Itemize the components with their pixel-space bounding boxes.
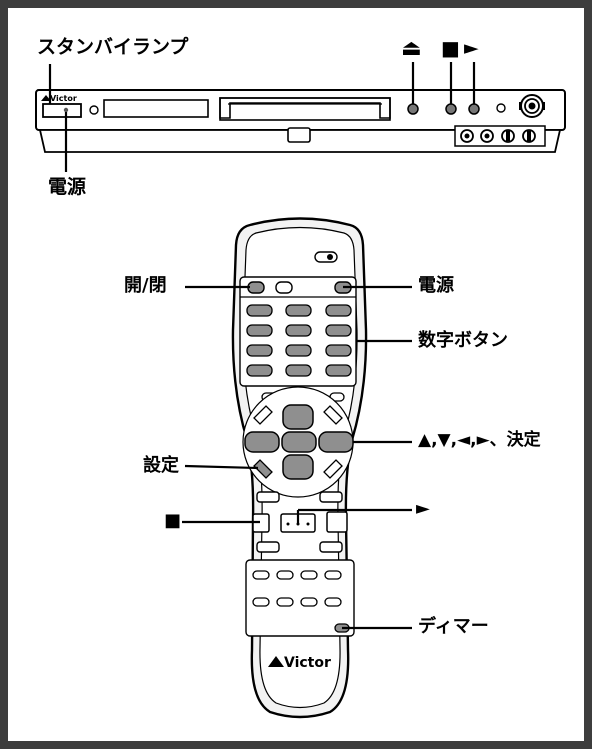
remote-button[interactable]	[319, 491, 343, 503]
player-display	[103, 99, 209, 118]
label-number-buttons: 数字ボタン	[418, 330, 508, 351]
remote-lower-button[interactable]	[324, 597, 342, 607]
label-open-close: 開/閉	[124, 275, 167, 296]
remote-lower-button[interactable]	[276, 597, 294, 607]
player-logo-text: Victor	[50, 94, 77, 103]
label-power-player: 電源	[48, 176, 87, 198]
num-button[interactable]	[246, 304, 273, 317]
remote-lower-button[interactable]	[276, 570, 294, 580]
num-button[interactable]	[246, 364, 273, 377]
player-eject-button[interactable]	[407, 103, 419, 115]
cursor-left-button[interactable]	[244, 431, 280, 453]
label-power-remote: 電源	[418, 275, 454, 296]
num-button[interactable]	[246, 324, 273, 337]
remote-ir-window	[314, 251, 338, 263]
remote-lower-buttons	[252, 570, 342, 607]
remote-number-buttons	[246, 304, 352, 377]
remote-logo-mark	[268, 656, 284, 667]
player-play-button[interactable]	[468, 103, 480, 115]
player-logo	[41, 95, 51, 101]
label-dimmer: ディマー	[418, 616, 489, 637]
remote-leaders	[182, 285, 412, 630]
remote-lower-button[interactable]	[252, 570, 270, 580]
tray-handle	[287, 127, 311, 143]
remote-corner-button[interactable]	[323, 459, 343, 479]
remote-lower-button[interactable]	[252, 597, 270, 607]
remote-button[interactable]	[256, 491, 280, 503]
num-button[interactable]	[285, 324, 312, 337]
remote-cursor-pad	[242, 386, 354, 498]
num-button[interactable]	[285, 304, 312, 317]
num-button[interactable]	[285, 364, 312, 377]
dvd-player: Victor	[35, 89, 566, 153]
player-dial[interactable]	[519, 94, 545, 118]
player-eject-symbol: ⏏	[401, 36, 422, 61]
label-standby-lamp: スタンバイランプ	[37, 36, 189, 58]
player-stop-symbol: ■	[441, 36, 460, 60]
player-jacks	[460, 129, 536, 143]
label-cursor-enter: ▲,▼,◄,►、決定	[418, 430, 541, 450]
player-play-symbol: ►	[464, 37, 479, 59]
num-button[interactable]	[325, 324, 352, 337]
remote-button[interactable]	[319, 541, 343, 553]
enter-button[interactable]	[281, 431, 317, 453]
remote-button[interactable]	[256, 541, 280, 553]
remote-corner-button[interactable]	[253, 405, 273, 425]
remote-lower-button[interactable]	[300, 570, 318, 580]
num-button[interactable]	[246, 344, 273, 357]
player-small-button[interactable]	[496, 103, 506, 113]
player-power-button[interactable]	[42, 103, 82, 118]
cursor-right-button[interactable]	[318, 431, 354, 453]
remote-control: Victor	[231, 217, 368, 719]
remote-logo-text: Victor	[284, 655, 331, 671]
label-play: ►	[416, 498, 430, 519]
remote-lower-button[interactable]	[324, 570, 342, 580]
remote-setup-button[interactable]	[253, 459, 273, 479]
remote-open-close-button[interactable]	[247, 281, 265, 294]
label-stop: ■	[164, 510, 182, 531]
num-button[interactable]	[325, 344, 352, 357]
remote-corner-button[interactable]	[323, 405, 343, 425]
num-button[interactable]	[325, 364, 352, 377]
remote-lower-button[interactable]	[300, 597, 318, 607]
player-remote-sensor	[89, 105, 99, 115]
num-button[interactable]	[325, 304, 352, 317]
cursor-up-button[interactable]	[282, 404, 314, 430]
standby-lamp	[63, 107, 69, 113]
remote-top-middle-button[interactable]	[275, 281, 293, 294]
player-leaders	[48, 62, 476, 172]
player-jack-panel	[454, 125, 546, 147]
num-button[interactable]	[285, 344, 312, 357]
remote-button[interactable]	[326, 511, 348, 533]
label-setup: 設定	[143, 455, 179, 476]
cursor-down-button[interactable]	[282, 454, 314, 480]
player-stop-button[interactable]	[445, 103, 457, 115]
